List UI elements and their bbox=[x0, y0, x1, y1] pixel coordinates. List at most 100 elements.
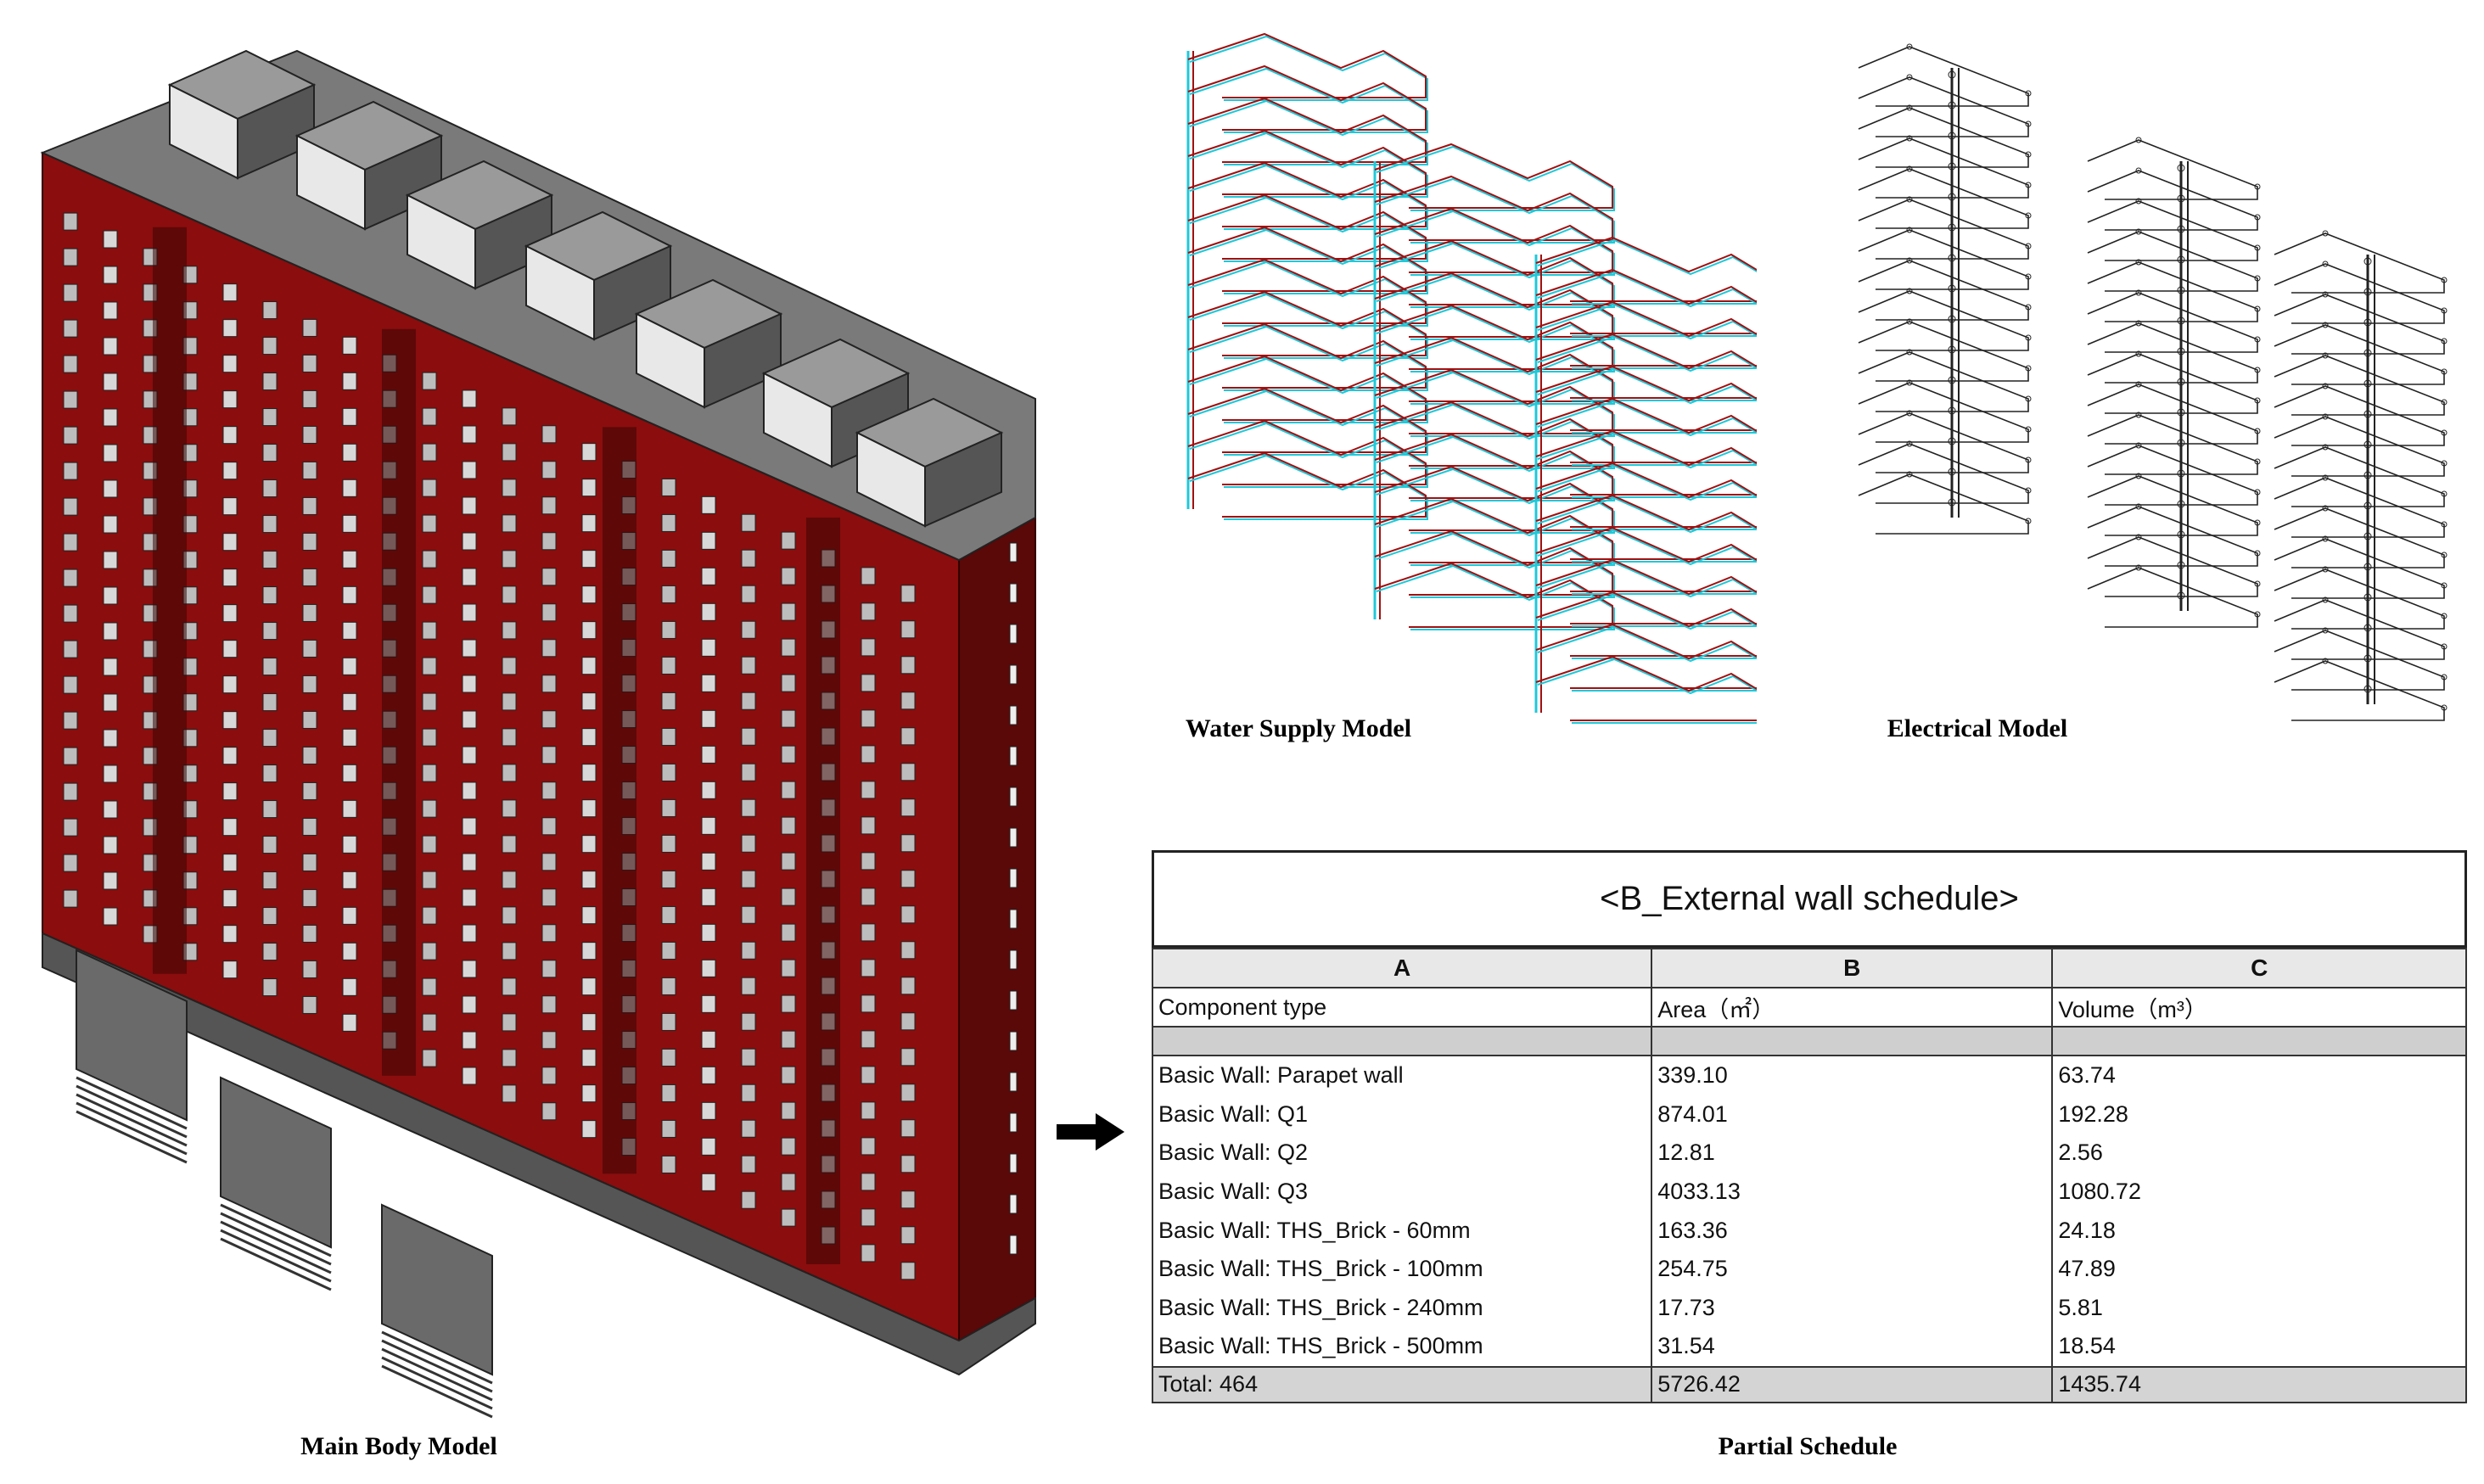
window bbox=[262, 871, 278, 890]
window bbox=[422, 799, 437, 818]
entrance-step bbox=[381, 1356, 493, 1410]
window bbox=[302, 995, 317, 1014]
window bbox=[741, 513, 756, 532]
elec-branch bbox=[1858, 443, 2029, 504]
window bbox=[701, 888, 716, 906]
window bbox=[422, 835, 437, 854]
elec-branch bbox=[2087, 445, 2258, 506]
window bbox=[63, 604, 78, 623]
water-branch bbox=[1376, 339, 1615, 405]
window bbox=[781, 602, 796, 621]
cell-volume: 24.18 bbox=[2051, 1211, 2467, 1250]
window bbox=[103, 693, 118, 712]
water-branch bbox=[1376, 500, 1615, 566]
elec-branch bbox=[2274, 446, 2445, 507]
elec-node bbox=[2363, 501, 2372, 510]
elec-node bbox=[2135, 167, 2142, 174]
elec-node bbox=[2363, 257, 2372, 266]
entrance-step bbox=[76, 1084, 188, 1139]
elec-node bbox=[2322, 230, 2329, 237]
window bbox=[541, 603, 557, 622]
elec-node bbox=[2177, 347, 2185, 356]
window bbox=[502, 479, 517, 497]
elec-node bbox=[2025, 243, 2032, 249]
water-branch bbox=[1189, 454, 1428, 520]
window bbox=[103, 800, 118, 819]
entrance-step bbox=[76, 1101, 188, 1156]
window bbox=[741, 1155, 756, 1173]
window bbox=[661, 1119, 676, 1138]
window bbox=[103, 836, 118, 854]
window bbox=[342, 479, 357, 497]
window bbox=[900, 1226, 916, 1245]
window bbox=[222, 568, 238, 587]
window bbox=[222, 283, 238, 302]
window bbox=[502, 728, 517, 747]
window bbox=[900, 727, 916, 746]
window bbox=[342, 336, 357, 355]
elec-node bbox=[2135, 228, 2142, 235]
window bbox=[900, 1262, 916, 1280]
balcony-strip bbox=[382, 328, 416, 1076]
window bbox=[222, 782, 238, 801]
window bbox=[462, 924, 477, 943]
cell-area: 4033.13 bbox=[1651, 1172, 2054, 1212]
window bbox=[342, 407, 357, 426]
elec-node bbox=[1948, 223, 1956, 232]
window bbox=[781, 745, 796, 764]
cell-component-type: Basic Wall: THS_Brick - 500mm bbox=[1151, 1327, 1653, 1367]
water-branch bbox=[1535, 591, 1757, 657]
window bbox=[661, 905, 676, 924]
window bbox=[103, 479, 118, 498]
window bbox=[701, 531, 716, 550]
water-branch bbox=[1535, 333, 1757, 399]
window bbox=[63, 889, 78, 908]
window bbox=[462, 960, 477, 978]
window bbox=[302, 924, 317, 943]
water-branch bbox=[1535, 268, 1757, 334]
window bbox=[701, 923, 716, 942]
entrance-step bbox=[76, 1093, 188, 1147]
elec-node bbox=[1948, 101, 1956, 109]
elec-branch bbox=[2087, 475, 2258, 536]
elec-node bbox=[2025, 212, 2032, 219]
window bbox=[701, 602, 716, 621]
window bbox=[262, 622, 278, 641]
electrical-model bbox=[1850, 34, 2461, 781]
window bbox=[502, 1084, 517, 1103]
elec-branch bbox=[2274, 630, 2445, 691]
end-window bbox=[1009, 1153, 1018, 1173]
water-branch bbox=[1187, 226, 1427, 292]
elec-node bbox=[2135, 412, 2142, 418]
electrical-wiring-illustration bbox=[1858, 43, 2448, 721]
water-supply-model bbox=[1163, 25, 1757, 772]
window bbox=[741, 1119, 756, 1138]
window bbox=[422, 1049, 437, 1067]
elec-node bbox=[2441, 552, 2448, 558]
window bbox=[781, 1173, 796, 1191]
elec-node bbox=[2363, 440, 2372, 449]
end-window bbox=[1009, 1031, 1018, 1051]
window bbox=[741, 656, 756, 675]
elec-branch bbox=[2087, 292, 2258, 353]
elec-node bbox=[2177, 439, 2185, 447]
elec-node bbox=[2322, 505, 2329, 512]
window bbox=[342, 835, 357, 854]
elec-node bbox=[1948, 345, 1956, 354]
water-branch bbox=[1535, 623, 1757, 689]
window bbox=[502, 871, 517, 889]
elec-branch bbox=[2274, 294, 2445, 355]
window bbox=[581, 585, 597, 604]
window bbox=[701, 816, 716, 835]
window bbox=[422, 764, 437, 782]
water-branch bbox=[1189, 132, 1428, 198]
elec-branch bbox=[1858, 199, 2029, 260]
window bbox=[900, 656, 916, 675]
elec-node bbox=[2025, 487, 2032, 494]
window bbox=[900, 1190, 916, 1209]
elec-node bbox=[2322, 566, 2329, 573]
entrance-step bbox=[76, 1076, 188, 1130]
